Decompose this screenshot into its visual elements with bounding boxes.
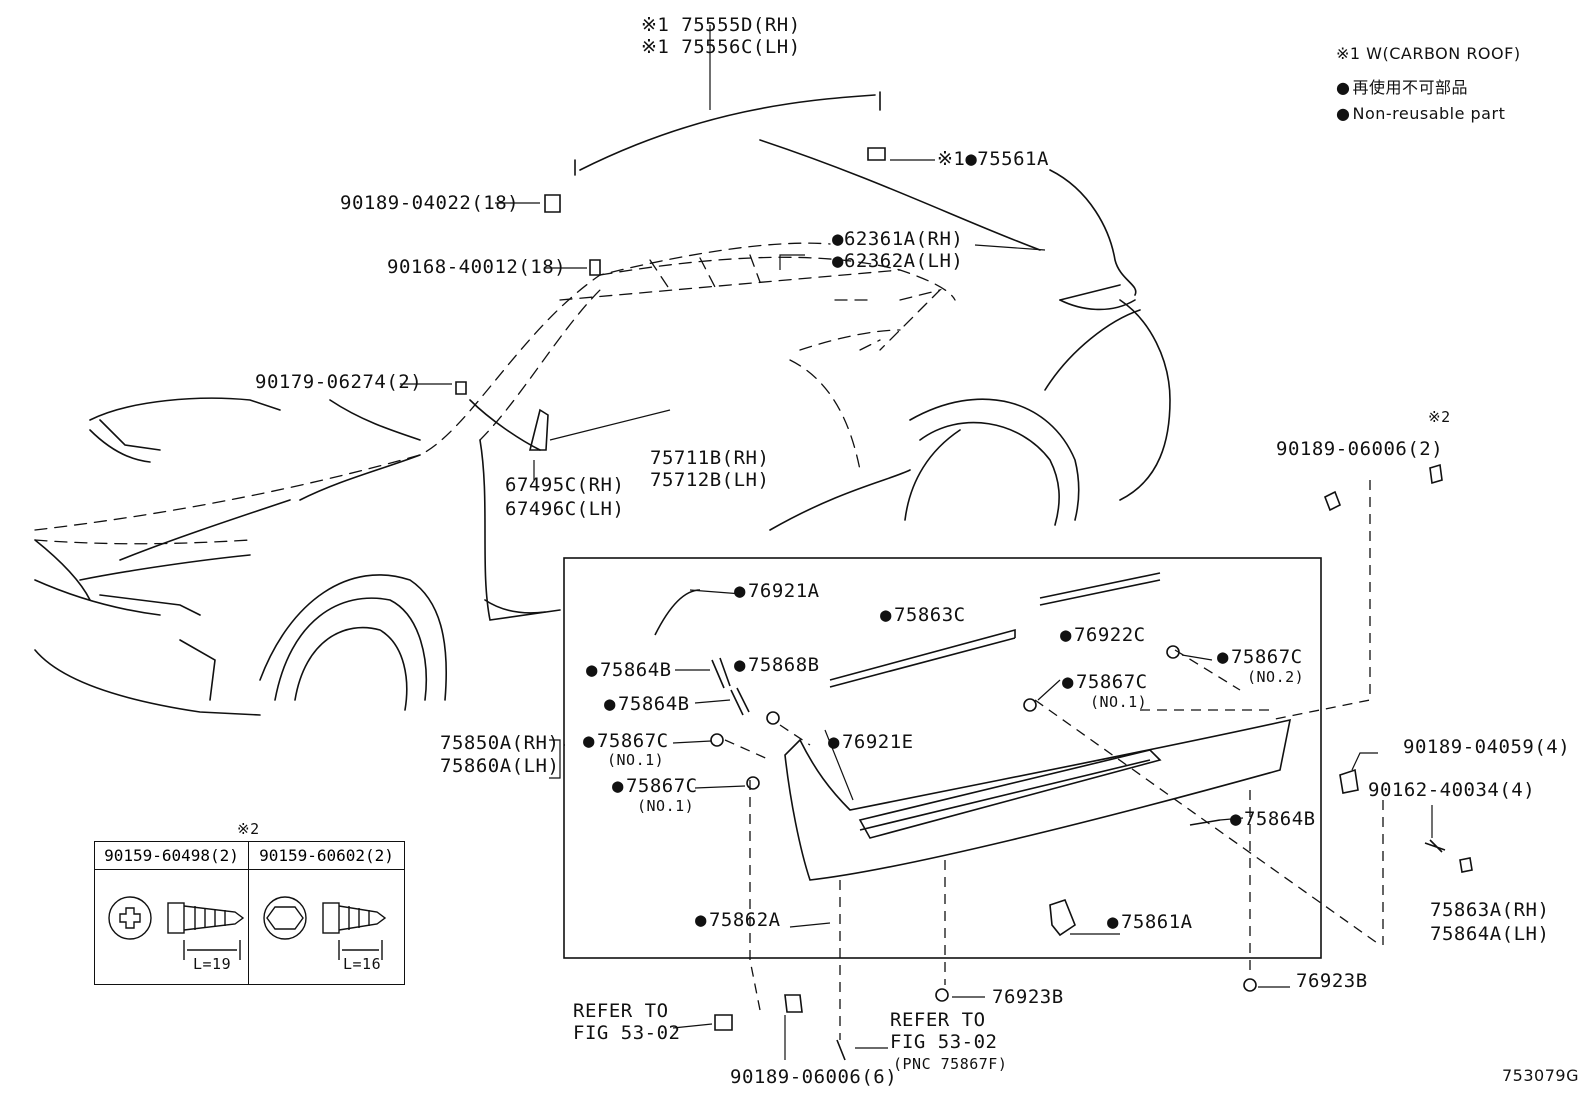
- label-no1-b: (NO.1): [607, 751, 665, 769]
- label-90189-04059: 90189-04059(4): [1403, 736, 1571, 758]
- label-note2-top: ※2: [1428, 408, 1451, 426]
- label-62361a: ●62361A(RH): [832, 228, 964, 250]
- label-75861a: 75861A: [1107, 913, 1193, 932]
- label-75867c-c: 75867C: [612, 777, 698, 796]
- table-col1-length: L=19: [193, 955, 232, 973]
- label-90189-06006-2: 90189-06006(2): [1276, 438, 1444, 460]
- label-90179-06274: 90179-06274(2): [255, 371, 423, 393]
- label-pnc: (PNC 75867F): [893, 1055, 1008, 1073]
- label-no2: (NO.2): [1247, 668, 1305, 686]
- label-90189-04022: 90189-04022(18): [340, 192, 520, 214]
- label-75860a: 75860A(LH): [440, 755, 560, 777]
- label-75862a: 75862A: [695, 911, 781, 930]
- label-75864a: 75864A(LH): [1430, 923, 1550, 945]
- label-76921a: 76921A: [734, 582, 820, 601]
- label-75868b: 75868B: [734, 656, 820, 675]
- label-refer-to-2b: FIG 53-02: [890, 1031, 998, 1053]
- label-67496c: 67496C(LH): [505, 498, 625, 520]
- table-col1-part: 90159-60498(2): [95, 842, 249, 870]
- phillips-head-icon: [108, 896, 152, 940]
- label-75561a: ※1●75561A: [937, 148, 1049, 170]
- label-refer-to-2a: REFER TO: [890, 1009, 986, 1031]
- label-62362a: ●62362A(LH): [832, 250, 964, 272]
- label-76921e: 76921E: [828, 733, 914, 752]
- table-title: ※2: [237, 820, 260, 838]
- label-75711b: 75711B(RH): [650, 447, 770, 469]
- label-refer-to-1b: FIG 53-02: [573, 1022, 681, 1044]
- label-refer-to-1a: REFER TO: [573, 1000, 669, 1022]
- label-75863c: 75863C: [880, 606, 966, 625]
- legend-nonreusable-en: Non-reusable part: [1336, 106, 1505, 122]
- label-76922c: 76922C: [1060, 626, 1146, 645]
- label-no1-c: (NO.1): [637, 797, 695, 815]
- figure-code: 753079G: [1502, 1066, 1579, 1085]
- label-90168-40012: 90168-40012(18): [387, 256, 567, 278]
- label-75863a: 75863A(RH): [1430, 899, 1550, 921]
- legend-carbon-roof: ※1 W(CARBON ROOF): [1336, 44, 1521, 63]
- label-76923b-2: 76923B: [1296, 970, 1368, 992]
- label-75555d: ※1 75555D(RH): [641, 14, 801, 36]
- label-75864b-1: 75864B: [586, 661, 672, 680]
- label-75867c-b: 75867C: [583, 732, 669, 751]
- label-90189-06006-6: 90189-06006(6): [730, 1066, 898, 1088]
- label-no1-a: (NO.1): [1090, 693, 1148, 711]
- hex-head-icon: [263, 896, 307, 940]
- label-75867c-no2: 75867C: [1217, 648, 1303, 667]
- label-75556c: ※1 75556C(LH): [641, 36, 801, 58]
- screw-illustrations: [108, 896, 387, 960]
- screw-table: 90159-60498(2) 90159-60602(2) L=19 L=16: [94, 841, 405, 985]
- label-67495c: 67495C(RH): [505, 474, 625, 496]
- label-75864b-3: 75864B: [1230, 810, 1316, 829]
- label-90162-40034: 90162-40034(4): [1368, 779, 1536, 801]
- table-divider: [248, 869, 249, 984]
- table-col2-part: 90159-60602(2): [249, 842, 404, 870]
- label-75867c-a: 75867C: [1062, 673, 1148, 692]
- label-76923b-1: 76923B: [992, 986, 1064, 1008]
- label-75850a: 75850A(RH): [440, 732, 560, 754]
- label-75712b: 75712B(LH): [650, 469, 770, 491]
- legend-nonreusable-jp: 再使用不可部品: [1336, 80, 1468, 96]
- table-col2-length: L=16: [343, 955, 382, 973]
- label-75864b-2: 75864B: [604, 695, 690, 714]
